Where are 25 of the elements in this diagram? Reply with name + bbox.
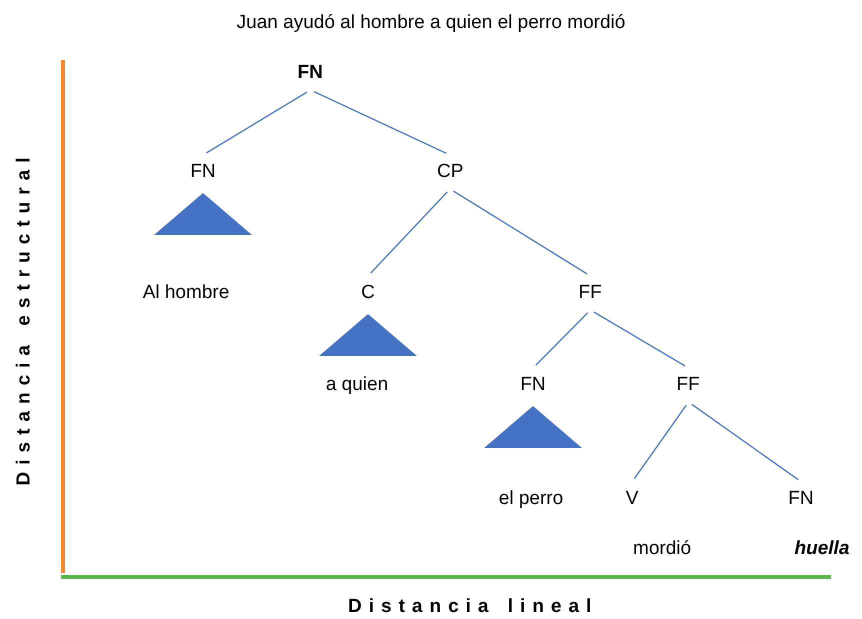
- category-label: FN: [298, 62, 323, 84]
- category-label: FN: [788, 488, 814, 510]
- tree-branch-line: [634, 404, 687, 480]
- tree-branch-line: [594, 311, 686, 367]
- tree-branch-line: [691, 404, 799, 480]
- phrase-label: el perro: [498, 488, 564, 510]
- tree-branch-line: [206, 92, 308, 154]
- tree-branch-line: [370, 191, 448, 274]
- tree-branch-line: [314, 91, 447, 154]
- phrase-label: mordió: [633, 538, 692, 560]
- tree-branch-line: [535, 312, 588, 366]
- phrase-label: huella: [794, 538, 850, 560]
- axis-label: Distancia estructural: [12, 150, 35, 486]
- category-label: C: [361, 282, 375, 304]
- phrase-label: a quien: [326, 374, 388, 396]
- title: Juan ayudó al hombre a quien el perro mordió: [236, 12, 626, 34]
- phrase-label: Al hombre: [142, 282, 230, 304]
- category-label: FN: [190, 161, 216, 183]
- tree-branch-line: [453, 190, 588, 274]
- category-label: CP: [437, 161, 464, 183]
- category-label: FN: [520, 374, 546, 396]
- category-label: FF: [578, 282, 602, 304]
- category-label: V: [626, 488, 638, 510]
- category-label: FF: [676, 374, 700, 396]
- axis-label: Distancia lineal: [348, 596, 598, 618]
